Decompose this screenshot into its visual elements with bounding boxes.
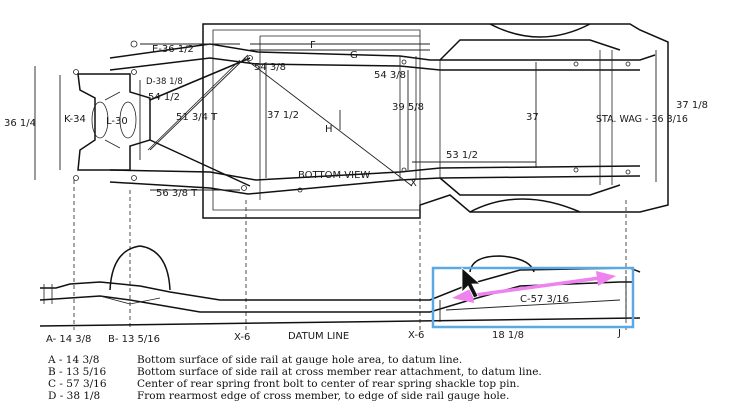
legend-text: From rearmost edge of cross member, to e… xyxy=(137,390,510,402)
highlight-box[interactable] xyxy=(431,266,635,329)
legend-key: D - 38 1/8 xyxy=(48,390,101,402)
dim-k-label: K-34 xyxy=(64,114,86,125)
legend-text: Bottom surface of side rail at gauge hol… xyxy=(137,354,463,366)
dim-h-label: H xyxy=(325,124,333,135)
dim-54-half-label: 54 1/2 xyxy=(148,92,180,103)
x6-left-label: X-6 xyxy=(234,332,250,343)
dim-56-3-8-label: 56 3/8 T xyxy=(156,188,198,199)
dim-53-half-label: 53 1/2 xyxy=(446,150,478,161)
dimension-legend: A - 14 3/8 Bottom surface of side rail a… xyxy=(0,352,729,406)
dim-54-3-8-right-label: 54 3/8 xyxy=(374,70,406,81)
bottom-view-drawing xyxy=(34,23,669,219)
dim-b-label: B- 13 5/16 xyxy=(108,334,160,345)
legend-key: B - 13 5/16 xyxy=(48,366,107,378)
dim-e-label: E-36 1/2 xyxy=(152,44,194,55)
measurement-arrow-annotation xyxy=(452,271,616,303)
dim-51-3-4-label: 51 3/4 T xyxy=(176,112,218,123)
legend-text: Center of rear spring front bolt to cent… xyxy=(137,378,520,390)
side-view-drawing xyxy=(39,245,641,327)
legend-text: Bottom surface of side rail at cross mem… xyxy=(137,366,542,378)
x6-right-label: X-6 xyxy=(408,330,424,341)
x-mark-label: X xyxy=(410,178,417,189)
datum-line-label: DATUM LINE xyxy=(288,331,349,342)
sta-wag-label: STA. WAG - 36 3/16 xyxy=(596,114,688,125)
dim-d-label: D-38 1/8 xyxy=(146,77,183,87)
legend-key: C - 57 3/16 xyxy=(48,378,107,390)
projection-lines xyxy=(73,180,627,330)
bottom-view-title: BOTTOM VIEW xyxy=(298,170,370,181)
dim-39-5-8-label: 39 5/8 xyxy=(392,102,424,113)
dim-f-label: F xyxy=(310,40,316,51)
dim-37-label: 37 xyxy=(526,112,539,123)
dim-a-label: A- 14 3/8 xyxy=(46,334,91,345)
dim-36-quarter-label: 36 1/4 xyxy=(4,118,36,129)
dim-j-label: J xyxy=(617,328,621,339)
mouse-cursor-icon xyxy=(461,267,482,299)
dim-c-label: C-57 3/16 xyxy=(520,294,569,305)
dim-18-1-8-label: 18 1/8 xyxy=(492,330,524,341)
dim-l-label: L-30 xyxy=(106,116,128,127)
legend-key: A - 14 3/8 xyxy=(48,354,100,366)
dim-g-label: G xyxy=(350,50,358,61)
dim-37-1-8-label: 37 1/8 xyxy=(676,100,708,111)
dim-54-3-8-left-label: 54 3/8 xyxy=(254,62,286,73)
dim-37-half-label: 37 1/2 xyxy=(267,110,299,121)
